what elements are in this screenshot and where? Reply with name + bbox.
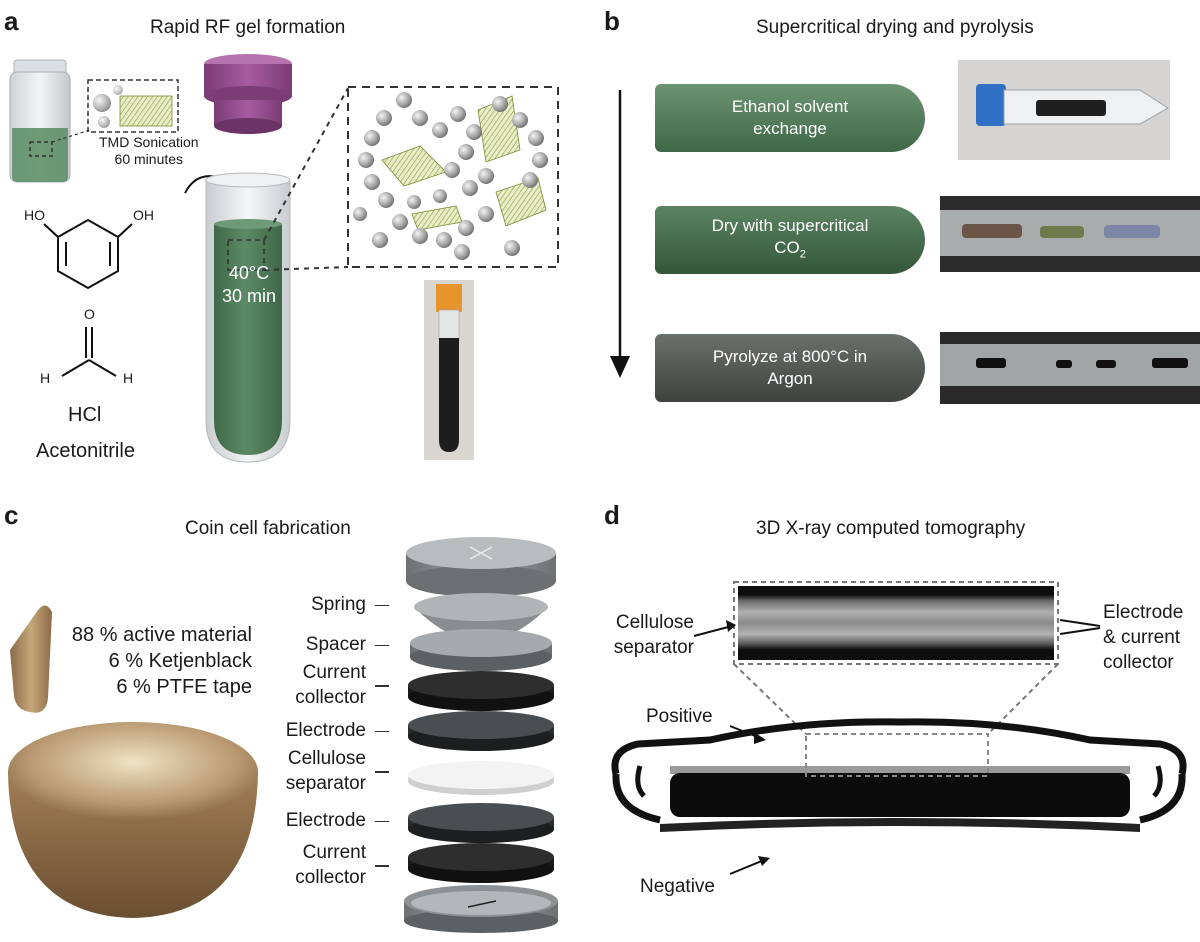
composition-list: 88 % active material 6 % Ketjenblack 6 %…	[71, 624, 252, 698]
positive-label: Positive	[646, 706, 713, 727]
negative-label: Negative	[640, 876, 715, 897]
o-atom-label: O	[84, 306, 95, 322]
gel-conditions: 40°C 30 min	[222, 263, 277, 306]
oh-label: OH	[133, 207, 154, 223]
h-left-label: H	[40, 370, 51, 386]
layer-label-electrode: Electrode	[285, 810, 366, 831]
panel-a-illustration	[9, 54, 559, 463]
panel-b-photos	[940, 60, 1200, 404]
sample-jar	[9, 59, 91, 183]
ct-images	[611, 581, 1187, 875]
layer-tick	[375, 685, 389, 687]
layer-tick	[375, 865, 389, 867]
layer-tick	[375, 604, 389, 606]
layer-label-electrode: Electrode	[285, 720, 366, 741]
panel-letter-a: a	[4, 6, 19, 36]
process-arrow	[610, 90, 630, 378]
coin-cell-stack	[404, 537, 558, 933]
layer-label-spring: Spring	[311, 594, 366, 615]
sonication-inset	[87, 79, 179, 133]
panel-a-title: Rapid RF gel formation	[150, 17, 346, 38]
resorcinol-structure	[43, 218, 133, 290]
pestle	[10, 605, 52, 713]
layer-tick	[375, 771, 389, 773]
mortar-pestle	[8, 605, 258, 918]
ho-label: HO	[24, 207, 45, 223]
step-solvent-exchange: Ethanol solvent exchange	[655, 84, 925, 152]
formaldehyde-structure	[61, 327, 117, 377]
acetonitrile-label: Acetonitrile	[36, 440, 135, 462]
vial-photo	[424, 280, 474, 460]
panel-b-title: Supercritical drying and pyrolysis	[756, 17, 1034, 38]
step-supercritical-dry: Dry with supercritical CO2	[655, 206, 925, 274]
layer-tick	[375, 730, 389, 732]
sonication-label: TMD Sonication 60 minutes	[99, 134, 199, 167]
panel-d-title: 3D X-ray computed tomography	[756, 518, 1026, 539]
panel-letter-c: c	[4, 500, 19, 530]
panel-letter-b: b	[604, 6, 620, 36]
electrode-collector-label: Electrode & current collector	[1103, 602, 1184, 673]
tube-lid	[204, 54, 292, 134]
gel-network-inset	[347, 86, 559, 268]
layer-label-spacer: Spacer	[305, 634, 366, 655]
layer-tick	[375, 820, 389, 822]
cellulose-separator-label: Cellulose separator	[613, 612, 694, 658]
panel-letter-d: d	[604, 500, 620, 530]
layer-tick	[375, 644, 389, 646]
step-pyrolysis: Pyrolyze at 800°C in Argon	[655, 334, 925, 402]
reaction-tube	[205, 172, 291, 463]
hcl-label: HCl	[68, 404, 102, 426]
panel-c-title: Coin cell fabrication	[185, 518, 351, 539]
h-right-label: H	[123, 370, 134, 386]
